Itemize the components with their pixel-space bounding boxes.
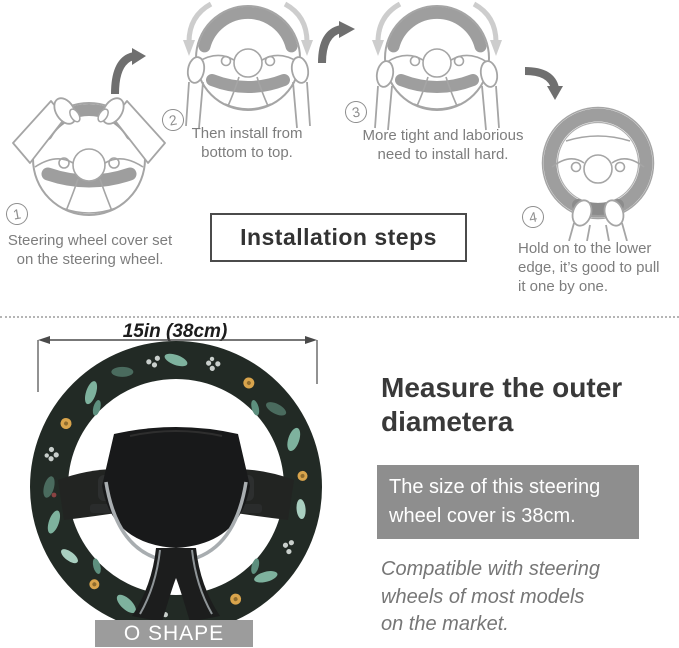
dimension-arrow [37, 339, 318, 392]
section-divider [0, 316, 679, 318]
size-note-box: The size of this steering wheel cover is… [377, 465, 639, 539]
steering-wheel-hub [58, 427, 294, 622]
compatibility-note: Compatible with steering wheels of most … [381, 558, 600, 636]
step4-caption: Hold on to the lower edge, it’s good to … [518, 240, 660, 296]
curved-arrow-icon-step3-to-step4 [524, 67, 563, 100]
steering-wheel-step1-illustration [12, 97, 166, 216]
step3-number-badge: 3 [343, 99, 369, 125]
steering-wheel-step3-illustration [372, 1, 502, 131]
steering-wheel-step2-illustration [183, 1, 313, 129]
shape-label: O SHAPE [95, 620, 253, 647]
dimension-label: 15in (38cm) [122, 321, 228, 342]
step1-caption: Steering wheel cover set on the steering… [7, 232, 173, 269]
measure-heading: Measure the outer diametera [381, 372, 623, 438]
curved-arrow-icon-step2-to-step3 [318, 21, 355, 64]
step3-caption: More tight and laborious need to install… [362, 127, 524, 164]
installation-steps-title: Installation steps [210, 213, 467, 262]
steering-wheel-step4-illustration [541, 106, 655, 241]
curved-arrow-icon-step1-to-step2 [111, 48, 146, 95]
step2-caption: Then install from bottom to top. [191, 125, 303, 162]
steering-wheel-photo [30, 336, 322, 633]
